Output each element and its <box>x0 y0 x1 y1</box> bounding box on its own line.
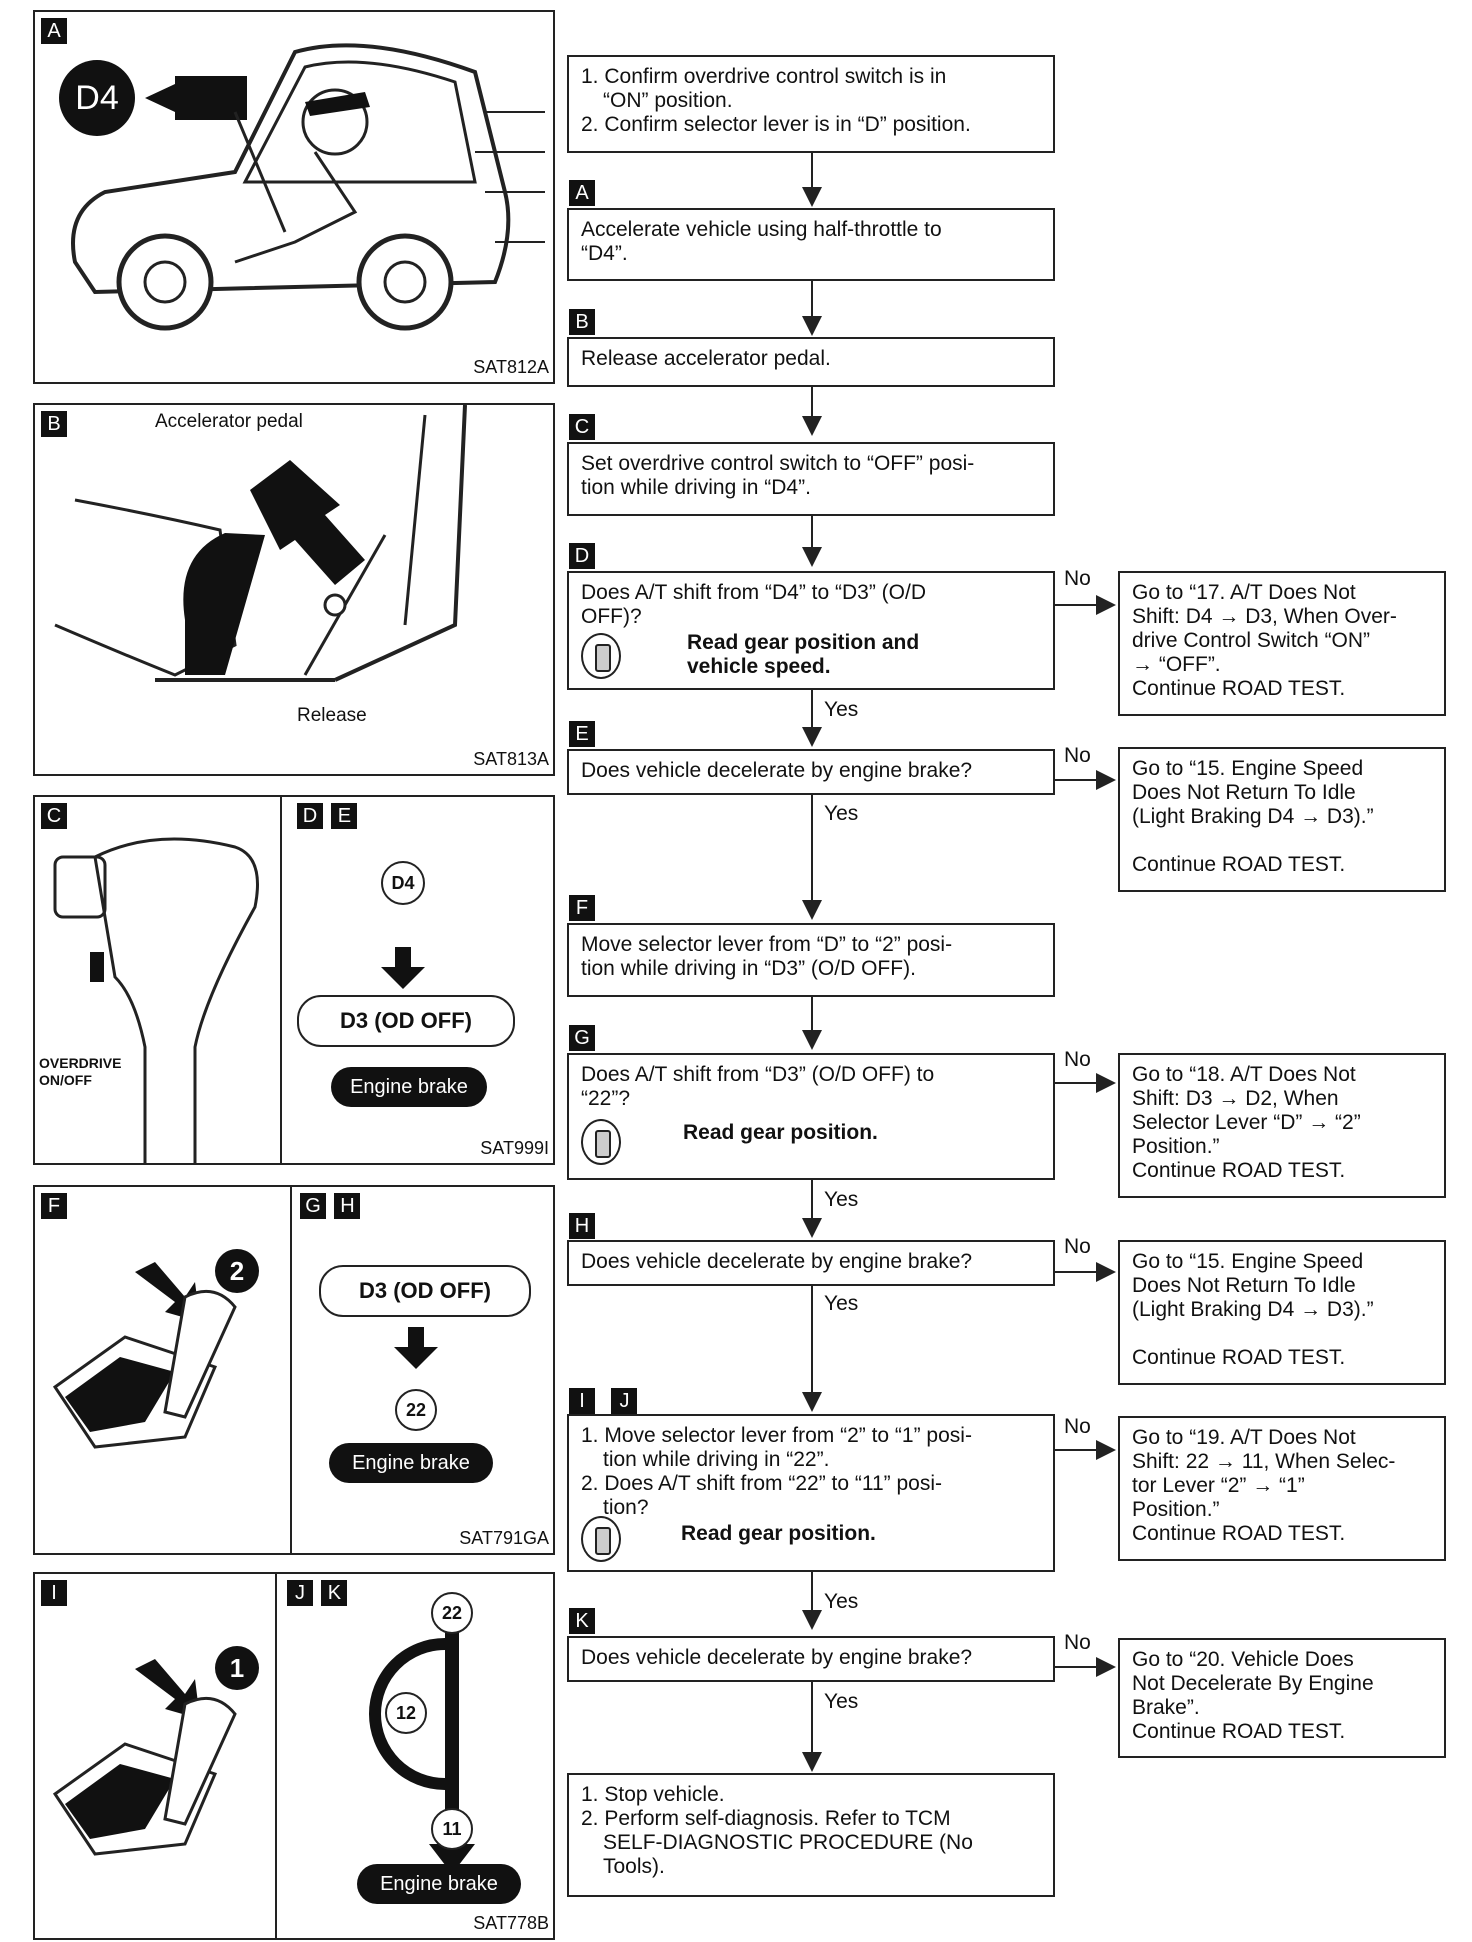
step-a-box: Accelerate vehicle using half-throttle t… <box>567 208 1055 281</box>
panel-b: B Accelerator pedal Release SAT813A <box>33 403 555 776</box>
d4-circle: D4 <box>381 861 425 905</box>
panel-d-tag: D <box>297 803 323 829</box>
step-k-no-label: No <box>1064 1631 1091 1654</box>
outcome-g-box: Go to “18. A/T Does Not Shift: D3 → D2, … <box>1118 1053 1446 1198</box>
panel-jk-tags: J K <box>287 1580 348 1606</box>
panel-a-code: SAT812A <box>473 357 549 377</box>
de-arrow <box>381 947 425 989</box>
panel-e-tag: E <box>331 803 358 829</box>
step-g-no-label: No <box>1064 1048 1091 1071</box>
outcome-ij-box: Go to “19. A/T Does Not Shift: 22 → 11, … <box>1118 1416 1446 1561</box>
step-d-yes-label: Yes <box>824 698 859 721</box>
step-k-yes-label: Yes <box>824 1690 859 1713</box>
panel-i-jk: I 1 J K 22 12 11 Engine brake SAT778B <box>33 1572 555 1940</box>
gh-arrow <box>394 1327 438 1369</box>
step-d-bold-text: Read gear position and vehicle speed. <box>687 631 920 678</box>
step-k-box: Does vehicle decelerate by engine brake? <box>567 1636 1055 1682</box>
step-g-bold-text: Read gear position. <box>683 1121 878 1144</box>
step-c-tag: C <box>569 414 595 440</box>
step-e-tag: E <box>569 721 595 747</box>
panel-a-tag: A <box>41 18 67 44</box>
tcm-monitor-icon-2 <box>581 1119 621 1165</box>
panel-j-tag: J <box>287 1580 313 1606</box>
number-2-badge: 2 <box>215 1249 259 1293</box>
tcm-monitor-icon <box>581 633 621 679</box>
step-f-tag: F <box>569 895 595 921</box>
panel-b-code: SAT813A <box>473 749 549 769</box>
panel-h-tag: H <box>334 1193 361 1219</box>
panel-k-tag: K <box>321 1580 348 1606</box>
step-e-yes-label: Yes <box>824 802 859 825</box>
step-j-tag: J <box>611 1388 638 1414</box>
d3-od-off-pill-2: D3 (OD OFF) <box>319 1265 531 1317</box>
step-i-tag: I <box>569 1388 595 1414</box>
11-circle: 11 <box>431 1808 473 1850</box>
outcome-h-box: Go to “15. Engine Speed Does Not Return … <box>1118 1240 1446 1385</box>
step-ij-bold-text: Read gear position. <box>681 1522 876 1545</box>
selector-knob-illustration <box>53 837 259 1165</box>
step-f-box: Move selector lever from “D” to “2” posi… <box>567 923 1055 997</box>
pedal-illustration <box>54 405 467 682</box>
panel-c-de: C OVERDRIVE ON/OFF D E D4 D3 (OD OFF) En… <box>33 795 555 1165</box>
panel-c-tag: C <box>41 803 67 829</box>
step-h-box: Does vehicle decelerate by engine brake? <box>567 1240 1055 1286</box>
step-d-tag: D <box>569 543 595 569</box>
tcm-monitor-icon-3 <box>581 1516 621 1562</box>
panel-de-code: SAT999I <box>480 1138 549 1158</box>
panel-i-tag: I <box>41 1580 67 1606</box>
step-g-box: Does A/T shift from “D3” (O/D OFF) to “2… <box>567 1053 1055 1180</box>
step-c-box: Set overdrive control switch to “OFF” po… <box>567 442 1055 516</box>
d4-badge: D4 <box>59 60 135 136</box>
step-ij-yes-label: Yes <box>824 1590 859 1613</box>
panel-a: A D4 SAT812A <box>33 10 555 384</box>
outcome-d-box: Go to “17. A/T Does Not Shift: D4 → D3, … <box>1118 571 1446 716</box>
car-driver-illustration <box>71 43 545 331</box>
panel-g-tag: G <box>300 1193 326 1219</box>
22-circle-2: 22 <box>431 1592 473 1634</box>
step-b-box: Release accelerator pedal. <box>567 337 1055 387</box>
step-h-no-label: No <box>1064 1235 1091 1258</box>
overdrive-label: OVERDRIVE ON/OFF <box>39 1055 122 1088</box>
shift-to-1-illustration <box>52 1659 237 1856</box>
panel-de-tags: D E <box>297 803 358 829</box>
12-circle: 12 <box>385 1692 427 1734</box>
jk-arrow <box>369 1624 475 1874</box>
22-circle: 22 <box>395 1389 437 1431</box>
step-d-box: Does A/T shift from “D4” to “D3” (O/D OF… <box>567 571 1055 690</box>
release-label: Release <box>297 705 367 727</box>
shift-to-2-illustration <box>52 1262 237 1449</box>
panel-gh-code: SAT791GA <box>459 1528 549 1548</box>
step-ij-box: 1. Move selector lever from “2” to “1” p… <box>567 1414 1055 1572</box>
engine-brake-label-2: Engine brake <box>329 1443 493 1483</box>
panel-b-tag: B <box>41 411 67 437</box>
step-ij-no-label: No <box>1064 1415 1091 1438</box>
panel-jk-code: SAT778B <box>473 1913 549 1933</box>
engine-brake-label: Engine brake <box>331 1067 487 1107</box>
panel-gh-tags: G H <box>300 1193 361 1219</box>
step-e-no-label: No <box>1064 744 1091 767</box>
panel-f-gh: F 2 G H D3 (OD OFF) 22 Engine brake SAT7… <box>33 1185 555 1555</box>
flow-start-box: 1. Confirm overdrive control switch is i… <box>567 55 1055 153</box>
outcome-e-box: Go to “15. Engine Speed Does Not Return … <box>1118 747 1446 892</box>
step-h-tag: H <box>569 1213 595 1239</box>
d3-od-off-pill: D3 (OD OFF) <box>297 995 515 1047</box>
step-d-no-label: No <box>1064 567 1091 590</box>
engine-brake-label-3: Engine brake <box>357 1864 521 1904</box>
step-e-box: Does vehicle decelerate by engine brake? <box>567 749 1055 795</box>
panel-f-tag: F <box>41 1193 67 1219</box>
step-a-tag: A <box>569 180 595 206</box>
outcome-k-box: Go to “20. Vehicle Does Not Decelerate B… <box>1118 1638 1446 1758</box>
accelerator-pedal-label: Accelerator pedal <box>155 411 303 432</box>
number-1-badge: 1 <box>215 1646 259 1690</box>
step-g-tag: G <box>569 1025 595 1051</box>
flow-end-box: 1. Stop vehicle. 2. Perform self-diagnos… <box>567 1773 1055 1897</box>
step-b-tag: B <box>569 309 595 335</box>
step-k-tag: K <box>569 1608 595 1634</box>
step-g-yes-label: Yes <box>824 1188 859 1211</box>
step-h-yes-label: Yes <box>824 1292 859 1315</box>
step-ij-tags: I J <box>569 1388 638 1414</box>
